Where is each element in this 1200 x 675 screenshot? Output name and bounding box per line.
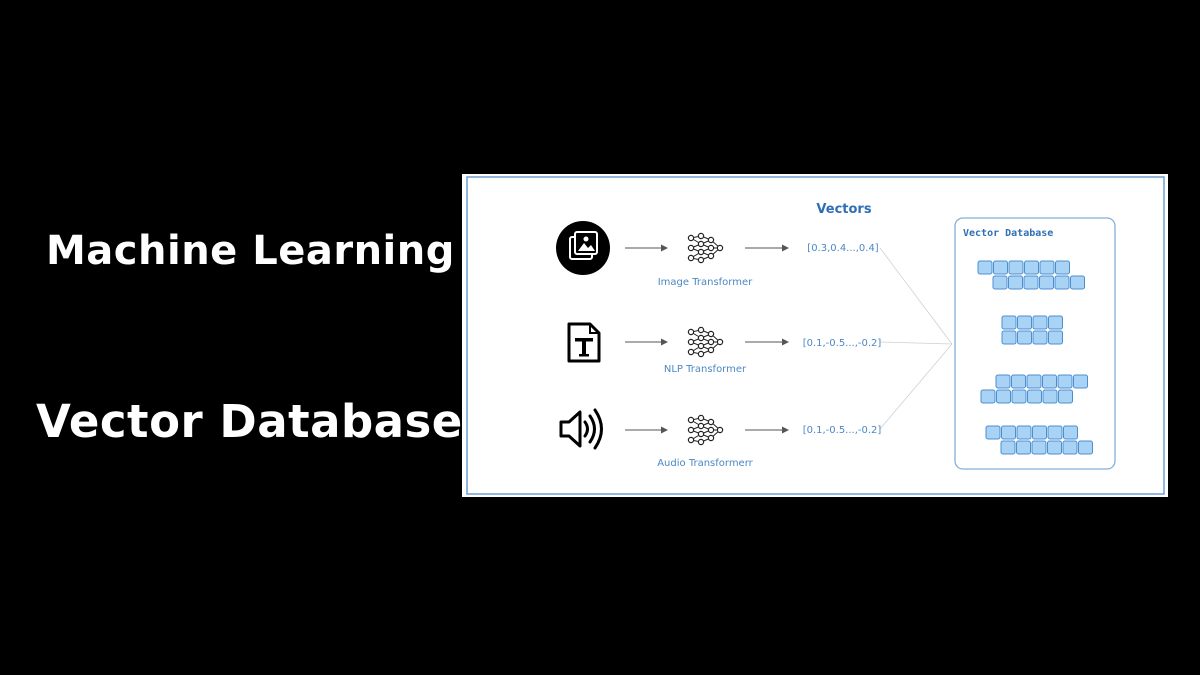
vector-cell [1001,425,1016,440]
vector-cell [1078,440,1093,455]
diagram-canvas: Vectors Image Transformer [0.3,0.4...,0.… [466,176,1165,495]
vector-cell [1008,260,1024,275]
vector-cell [1026,374,1042,389]
vector-cell [1016,425,1032,440]
nlp-vector: [0.1,-0.5...,-0.2] [803,338,882,349]
vector-cell [985,425,1001,440]
image-icon [556,221,610,275]
vector-cell [1001,315,1017,330]
vector-cell [995,374,1011,389]
vector-cell [1054,275,1070,290]
neural-network-icon [687,232,724,264]
vector-cell [1032,330,1048,345]
headline-machine-learning: Machine Learning [46,228,455,274]
convergence-lines [879,247,953,430]
vector-cell [1017,315,1032,330]
audio-transformer-label: Audio Transformerr [657,458,753,469]
vector-cell [996,389,1011,404]
vector-cell [1042,374,1057,389]
vector-cell [1011,389,1027,404]
vector-cell [1024,260,1039,275]
vector-cell [992,275,1008,290]
vector-cell [1042,389,1058,404]
neural-network-icon [687,414,724,446]
vector-cell [1001,330,1017,345]
vector-cell [1047,440,1062,455]
image-vector: [0.3,0.4...,0.4] [807,243,879,254]
vector-cell [1039,260,1055,275]
vector-cell [993,260,1008,275]
text-file-icon [567,322,601,363]
speaker-icon [559,408,603,450]
vector-cell [980,389,996,404]
vector-cell [1070,275,1085,290]
vector-cell [1000,440,1016,455]
vector-cell [1063,425,1078,440]
nlp-transformer-label: NLP Transformer [664,364,747,375]
audio-vector: [0.1,-0.5...,-0.2] [803,425,882,436]
vector-cell [1027,389,1042,404]
vector-cell [1058,389,1073,404]
vector-cell [1032,315,1048,330]
vector-cell [1048,315,1063,330]
diagram-panel: Vectors Image Transformer [0.3,0.4...,0.… [462,174,1168,497]
headline-vector-databases: Vector Databases [36,395,491,448]
vector-cell [1048,330,1063,345]
vector-cell [1023,275,1039,290]
vector-cell [1055,260,1070,275]
vector-cell [1008,275,1023,290]
vector-cell [1016,440,1031,455]
vector-cell [1017,330,1032,345]
vector-database-label: Vector Database [963,228,1053,239]
vector-cell [1057,374,1073,389]
vector-cell [1011,374,1026,389]
vector-cell [1039,275,1054,290]
vector-cell [1073,374,1088,389]
vector-cell [977,260,993,275]
vector-cell [1047,425,1063,440]
diagram-border [466,176,1165,495]
neural-network-icon [687,326,724,358]
vector-cell [1062,440,1078,455]
vector-cells [977,260,1093,455]
vector-cell [1032,425,1047,440]
vector-cell [1031,440,1047,455]
image-transformer-label: Image Transformer [658,277,753,288]
diagram-title: Vectors [816,202,871,217]
